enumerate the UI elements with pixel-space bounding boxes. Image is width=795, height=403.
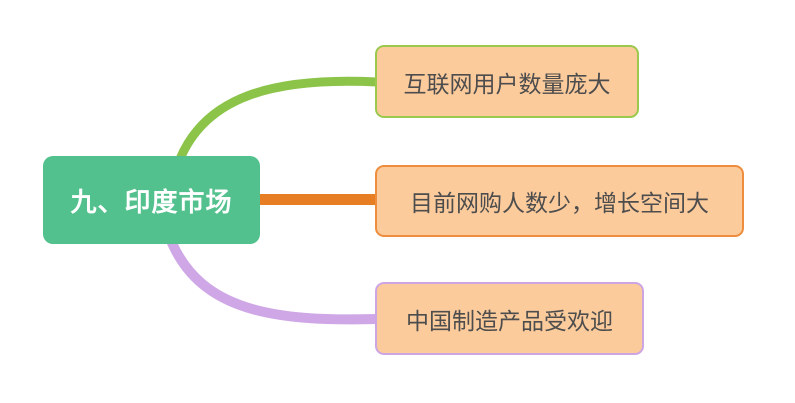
root-node-label: 九、印度市场 [70, 187, 233, 218]
branch-node-internet-users[interactable]: 互联网用户数量庞大 [375, 45, 639, 118]
connector-top-branch [175, 76, 382, 164]
branch-node-label: 中国制造产品受欢迎 [406, 308, 613, 335]
branch-node-made-in-china-popular[interactable]: 中国制造产品受欢迎 [375, 282, 644, 355]
root-node-india-market[interactable]: 九、印度市场 [43, 156, 260, 244]
branch-node-label: 互联网用户数量庞大 [403, 71, 611, 98]
branch-node-label: 目前网购人数少，增长空间大 [410, 191, 709, 217]
branch-node-online-shoppers-growth[interactable]: 目前网购人数少，增长空间大 [375, 165, 744, 237]
connector-bottom-branch [167, 238, 382, 325]
